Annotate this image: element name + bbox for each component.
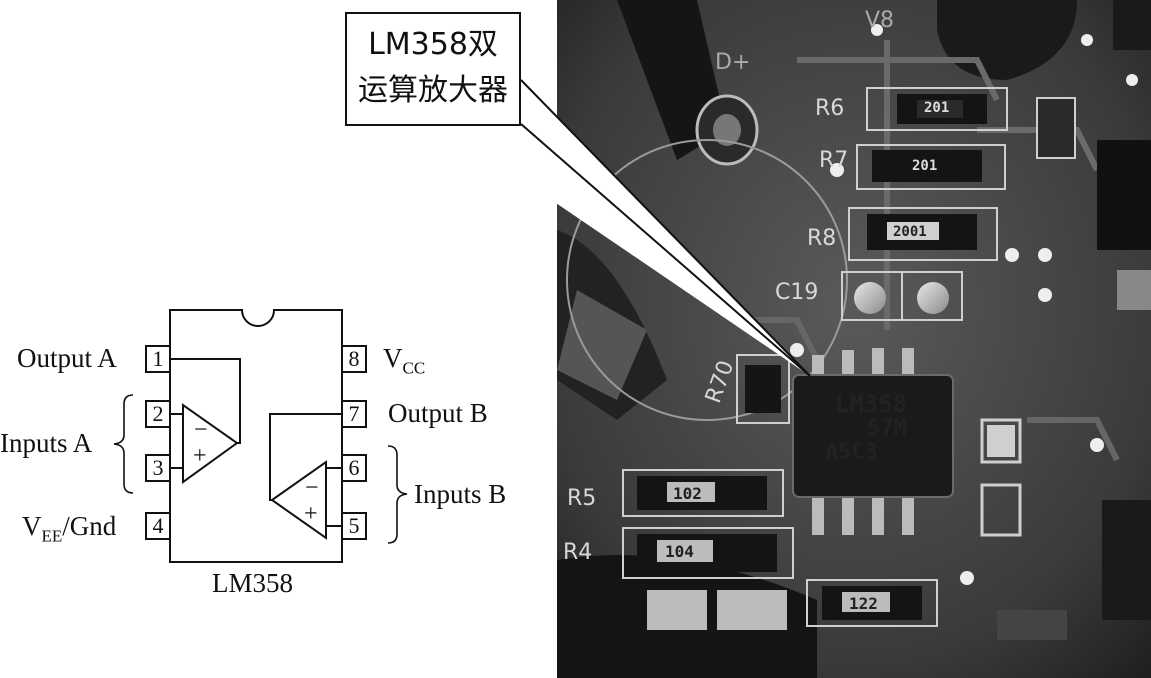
resistor-code-122: 122	[849, 594, 878, 613]
pin-number-6: 6	[348, 455, 360, 480]
opamp-a-triangle	[182, 403, 239, 484]
inputs-b-label: Inputs B	[414, 479, 507, 509]
callout-box: LM358双 运算放大器	[345, 12, 521, 126]
chip-name-label: LM358	[212, 568, 293, 598]
resistor-r8	[848, 207, 998, 261]
inputs-b-brace	[387, 445, 408, 544]
opamp-a-minus-sign: −	[194, 417, 208, 443]
pin-box-4	[145, 512, 171, 540]
silk-d-plus: D+	[715, 50, 751, 75]
silk-r8: R8	[807, 226, 837, 251]
chip-marking-line-1: LM358	[835, 390, 908, 418]
pin-number-1: 1	[152, 346, 164, 371]
silk-r7: R7	[819, 148, 849, 173]
silk-c19: C19	[775, 280, 819, 305]
resistor-r6	[866, 87, 1008, 131]
chip-package-outline	[169, 309, 343, 563]
pin-number-8: 8	[348, 346, 360, 371]
pin-number-7: 7	[348, 401, 360, 426]
opamp-b-triangle	[270, 460, 327, 540]
pin-number-5: 5	[348, 513, 360, 538]
capacitor-c19	[841, 271, 963, 321]
output-a-label: Output A	[17, 343, 117, 373]
resistor-code-r7: 201	[912, 158, 938, 174]
pin-box-8	[341, 345, 367, 373]
lm358-pinout-diagram	[113, 309, 408, 563]
resistor-code-r8: 2001	[893, 224, 927, 240]
resistor-122	[806, 579, 938, 627]
lm358-soic-chip	[792, 348, 954, 535]
chip-marking-line-3: A5C3	[825, 440, 878, 465]
output-b-label: Output B	[388, 398, 488, 428]
pin-number-3: 3	[152, 455, 164, 480]
callout-line-1: LM358双	[368, 27, 498, 62]
callout-line-2: 运算放大器	[358, 73, 508, 108]
resistor-r4	[622, 527, 794, 579]
silk-r4: R4	[563, 540, 593, 565]
resistor-r5	[622, 469, 784, 517]
silk-r5: R5	[567, 486, 597, 511]
pin-box-3	[145, 454, 171, 482]
inputs-a-brace	[113, 394, 134, 494]
pin-box-7	[341, 400, 367, 428]
pcb-photo-drawing	[557, 0, 1151, 678]
opamp-b-minus-sign: −	[305, 475, 319, 501]
silk-r6: R6	[815, 96, 845, 121]
resistor-r7	[856, 144, 1006, 190]
vee-gnd-label: VEE/Gnd	[22, 511, 117, 546]
resistor-code-r4: 104	[665, 542, 694, 561]
inputs-a-label: Inputs A	[0, 428, 93, 458]
vcc-label: VCC	[383, 343, 426, 378]
opamp-b-plus-sign: +	[304, 501, 318, 527]
opamp-b-wiring	[269, 413, 342, 527]
opamp-a-plus-sign: +	[193, 443, 207, 469]
resistor-code-r5: 102	[673, 484, 702, 503]
pin-number-2: 2	[152, 401, 164, 426]
resistor-code-r6: 201	[924, 100, 950, 116]
silk-v8: V8	[865, 8, 895, 33]
opamp-a-wiring	[170, 358, 241, 469]
chip-marking-line-2: 57M	[867, 416, 907, 441]
pcb-photo: LM358 57M A5C3 R6 R7 R8 C19 R70 R5 R4 D+…	[557, 0, 1151, 678]
pin-number-4: 4	[152, 513, 164, 538]
